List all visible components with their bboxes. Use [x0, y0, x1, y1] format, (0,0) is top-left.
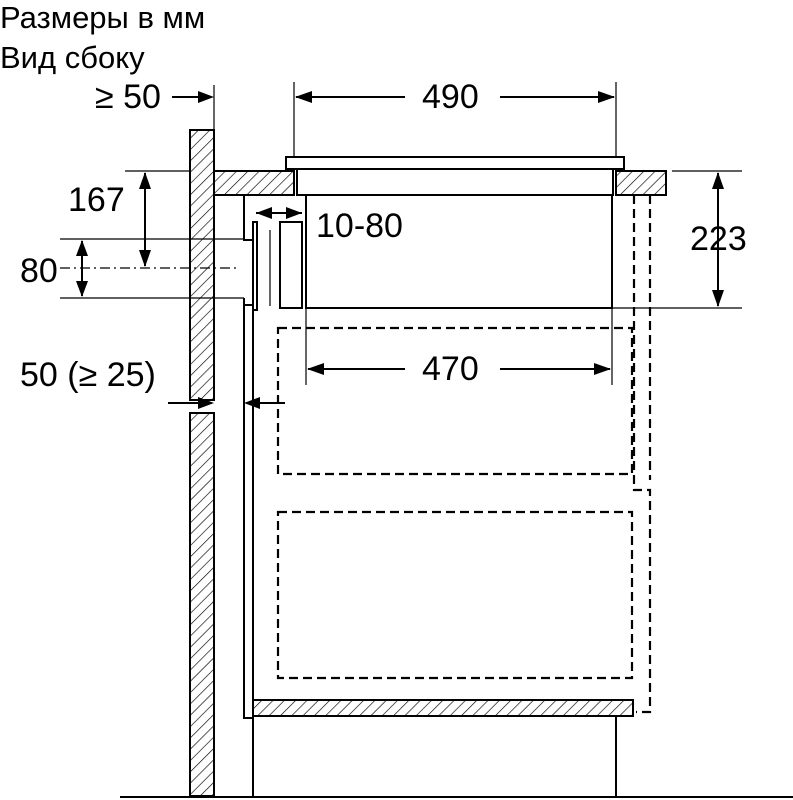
cabinet-back-top — [243, 195, 256, 241]
width-490-label: 490 — [422, 78, 479, 116]
cabinet-back-rail — [252, 221, 258, 311]
d223-arrow-top — [712, 172, 724, 189]
worktop-left — [213, 170, 295, 196]
diagram-subtitle: Вид сбоку — [0, 40, 145, 75]
back-wall-lower — [189, 412, 215, 797]
width-490-arrow-left — [295, 91, 312, 103]
r1080-arrow-right — [286, 207, 302, 219]
h167-arrow-bottom — [139, 250, 151, 267]
cabinet-side-dashed — [632, 195, 652, 714]
cabinet-back-mid — [243, 298, 253, 306]
r1080-arrow-left — [256, 207, 272, 219]
back-wall-upper — [189, 129, 215, 401]
gap-side-label: 50 (≥ 25) — [20, 356, 156, 394]
d223-label: 223 — [690, 220, 747, 258]
gap-side-arrow-left — [198, 397, 214, 409]
w470-label: 470 — [422, 350, 479, 388]
cabinet-back-panel — [243, 304, 254, 719]
w470-arrow-right — [594, 363, 611, 375]
d223-arrow-bottom — [712, 290, 724, 307]
gap-side-arrow-right — [244, 397, 260, 409]
h80-arrow-bottom — [76, 281, 88, 297]
hob-glass — [285, 156, 625, 170]
h80-label: 80 — [20, 252, 58, 290]
drawer-upper — [276, 326, 634, 476]
gap-top-label: ≥ 50 — [95, 78, 161, 116]
cabinet-bottom-board — [252, 699, 634, 717]
width-490-arrow-right — [598, 91, 615, 103]
h80-arrow-top — [76, 240, 88, 256]
drawer-lower — [276, 510, 634, 680]
duct-connector — [279, 221, 303, 309]
diagram-title: Размеры в мм — [0, 0, 205, 35]
h167-arrow-top — [139, 172, 151, 189]
r1080-label: 10-80 — [316, 207, 403, 245]
w470-arrow-left — [307, 363, 324, 375]
h167-label: 167 — [68, 181, 125, 219]
gap-top-arrowhead — [198, 91, 214, 103]
hob-lower-body — [305, 194, 613, 309]
worktop-right — [615, 170, 667, 196]
hob-upper-body — [296, 168, 614, 196]
